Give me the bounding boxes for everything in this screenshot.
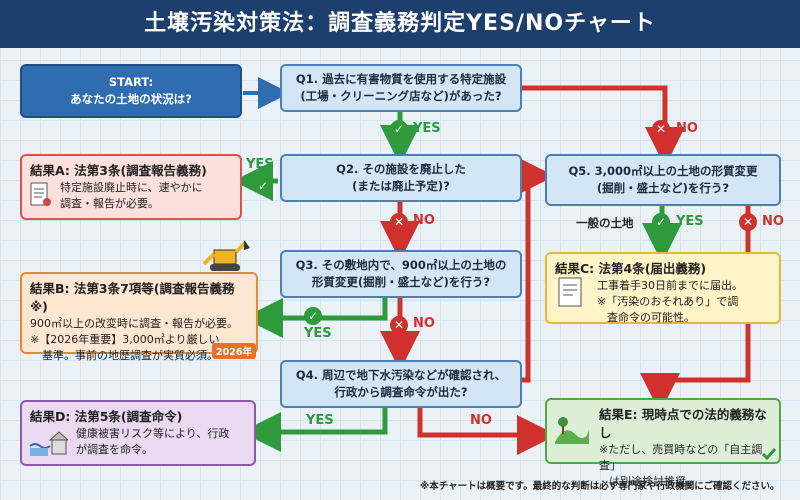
- result-b: 結果B: 法第3条7項等(調査報告義務※) 900㎡以上の改変時に調査・報告が必…: [20, 272, 258, 362]
- result-b-line1: 900㎡以上の改変時に調査・報告が必要。: [30, 317, 238, 331]
- q3-yes-arrow: [243, 292, 388, 338]
- q1-no-label: NO: [676, 121, 698, 136]
- q4-to-q5-arrow: [515, 156, 555, 383]
- chart-title: 土壌汚染対策法：調査義務判定YES/NOチャート: [0, 0, 800, 48]
- result-e-line1: ※ただし、売買時などの「自主調査」: [599, 443, 763, 473]
- result-b-title: 結果B: 法第3条7項等(調査報告義務※): [30, 281, 235, 315]
- result-c-line2: ※「汚染のおそれあり」で調: [597, 295, 739, 309]
- question-q4: Q4. 周辺で地下水汚染などが確認され、 行政から調査命令が出た?: [280, 360, 522, 408]
- q4-yes-arrow: [241, 408, 388, 452]
- q4-line1: Q4. 周辺で地下水汚染などが確認され、: [295, 368, 507, 383]
- excavator-icon: [202, 240, 250, 271]
- result-d-title: 結果D: 法第5条(調査命令): [30, 409, 183, 424]
- result-d: 結果D: 法第5条(調査命令) 健康被害リスク等により、行政 が調査を命令。: [20, 400, 256, 466]
- q1-yes-label: YES: [413, 121, 441, 136]
- result-c-line1: 工事着手30日前までに届出。: [597, 279, 743, 293]
- result-c-body: 工事着手30日前までに届出。 ※「汚染のおそれあり」で調 査命令の可能性。: [555, 278, 771, 326]
- result-e-body: ※ただし、売買時などの「自主調査」 は別途検討推奨。: [555, 442, 771, 490]
- result-c-title: 結果C: 法第4条(届出義務): [555, 261, 707, 276]
- result-c: 結果C: 法第4条(届出義務) 工事着手30日前までに届出。 ※「汚染のおそれあ…: [545, 252, 781, 324]
- cross-circle-icon: ✕: [390, 213, 408, 231]
- question-q1: Q1. 過去に有害物質を使用する特定施設 (工場・クリーニング店など)があった?: [280, 64, 522, 112]
- document-stamp-icon: [30, 182, 51, 206]
- q1-line2: (工場・クリーニング店など)があった?: [300, 89, 502, 103]
- cross-circle-icon: ✕: [390, 316, 408, 334]
- q4-no-arrow: [417, 408, 557, 455]
- q3-yes-label: YES: [304, 326, 332, 341]
- check-circle-icon: ✓: [254, 177, 272, 195]
- q2-line2: (または廃止予定)?: [352, 179, 450, 193]
- q2-no-label: NO: [413, 213, 435, 228]
- q3-line1: Q3. その敷地内で、900㎡以上の土地の: [295, 258, 507, 273]
- q4-line2: 行政から調査命令が出た?: [334, 385, 468, 399]
- question-q3: Q3. その敷地内で、900㎡以上の土地の 形質変更(掘削・盛土など)を行う?: [280, 250, 522, 298]
- q5-no-label: NO: [762, 214, 784, 229]
- footnote: ※本チャートは概要です。最終的な判断は必ず専門家や行政機関にご確認ください。: [420, 481, 780, 492]
- result-a-body: 特定施設廃止時に、速やかに 調査・報告が必要。: [30, 180, 232, 212]
- cross-circle-icon: ✕: [739, 213, 757, 231]
- groundwater-government-icon: [29, 431, 68, 456]
- check-circle-icon: ✓: [390, 120, 408, 138]
- q3-line2: 形質変更(掘削・盛土など)を行う?: [311, 275, 491, 289]
- start-node: START: あなたの土地の状況は?: [20, 64, 242, 118]
- cross-circle-icon: ✕: [652, 120, 670, 138]
- q5-line2: (掘削・盛土など)を行う?: [596, 181, 730, 195]
- result-d-body: 健康被害リスク等により、行政 が調査を命令。: [30, 426, 246, 458]
- q2-line1: Q2. その施設を廃止した: [336, 162, 466, 177]
- result-b-line2: ※【2026年重要】3,000㎡より厳しい: [30, 333, 220, 347]
- q2-yes-label: YES: [246, 157, 274, 172]
- check-icon: [761, 448, 777, 461]
- result-c-line3: 査命令の可能性。: [607, 311, 695, 324]
- landscape-icon: [555, 417, 589, 444]
- result-e-title: 結果E: 現時点での法的義務なし: [599, 407, 767, 441]
- q5-line1: Q5. 3,000㎡以上の土地の形質変更: [568, 164, 758, 179]
- result-b-line3: 基準。事前の地歴調査が実質必須。: [42, 349, 218, 363]
- q4-no-label: NO: [470, 413, 492, 428]
- result-a-line1: 特定施設廃止時に、速やかに: [60, 181, 203, 195]
- result-a-title: 結果A: 法第3条(調査報告義務): [30, 163, 207, 178]
- result-e-line2: は別途検討推奨。: [609, 475, 697, 489]
- q3-no-label: NO: [413, 316, 435, 331]
- question-q5: Q5. 3,000㎡以上の土地の形質変更 (掘削・盛土など)を行う?: [545, 154, 781, 206]
- check-circle-icon: ✓: [304, 307, 322, 325]
- check-circle-icon: ✓: [652, 213, 670, 231]
- result-d-line2: が調査を命令。: [76, 443, 153, 457]
- result-d-line1: 健康被害リスク等により、行政: [76, 427, 230, 441]
- general-land-label: 一般の土地: [576, 216, 634, 230]
- result-e: 結果E: 現時点での法的義務なし ※ただし、売買時などの「自主調査」 は別途検討…: [545, 398, 781, 488]
- q1-no-arrow: [522, 85, 685, 167]
- q1-line1: Q1. 過去に有害物質を使用する特定施設: [295, 72, 507, 87]
- result-a-line2: 調査・報告が必要。: [60, 197, 159, 211]
- question-q2: Q2. その施設を廃止した (または廃止予定)?: [280, 154, 522, 202]
- result-a: 結果A: 法第3条(調査報告義務) 特定施設廃止時に、速やかに 調査・報告が必要…: [20, 154, 242, 220]
- start-title: START:: [108, 75, 154, 90]
- notice-document-icon: [558, 277, 582, 307]
- q5-yes-label: YES: [676, 214, 704, 229]
- start-question: あなたの土地の状況は?: [70, 92, 192, 106]
- year-2026-badge: 2026年: [212, 343, 256, 359]
- q4-yes-label: YES: [306, 413, 334, 428]
